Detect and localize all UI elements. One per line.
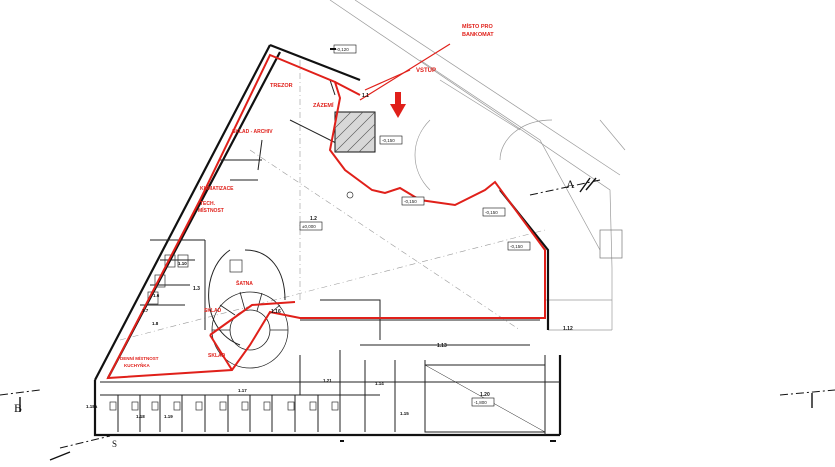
label-tech-1: TECH. — [200, 201, 216, 207]
level-c: -0,150 — [485, 210, 498, 215]
section-axes — [0, 177, 835, 461]
room-1-13: 1.13 — [437, 343, 447, 349]
level-main: ±0,000 — [302, 224, 316, 229]
label-denni-1: DENNÍ MÍSTNOST — [120, 354, 159, 361]
label-misto-pro-2: BANKOMAT — [462, 32, 494, 38]
level-marks: ±0,000 -0,150 -0,150 -0,150 -0,150 -0,12… — [299, 44, 531, 407]
room-1-21: 1.21 — [323, 378, 332, 383]
level-top: -0,120 — [336, 47, 349, 52]
label-sklad-archiv: SKLAD - ARCHIV — [232, 129, 273, 135]
axis-a-label: A — [566, 177, 575, 191]
room-1-6: 1.6 — [153, 293, 160, 298]
level-d: -0,150 — [510, 244, 523, 249]
room-1-2: 1.2 — [310, 216, 317, 222]
axis-labels: A B S — [14, 177, 575, 449]
room-1-19: 1.19 — [164, 414, 173, 419]
room-1-3: 1.3 — [193, 286, 200, 292]
entrance-hatched-block — [334, 111, 376, 153]
level-120: -1,800 — [474, 400, 487, 405]
room-1-10: 1.10 — [178, 261, 187, 266]
edge-ticks — [330, 48, 556, 442]
axis-s-label: S — [112, 439, 117, 449]
bank-area-outline — [106, 53, 546, 380]
room-1-7: 1.7 — [142, 308, 149, 313]
label-vstup: VSTUP — [416, 68, 436, 74]
callout-lines — [359, 43, 451, 101]
fixtures — [109, 191, 623, 411]
room-1-12: 1.12 — [563, 326, 573, 332]
room-1-16: 1.16 — [271, 309, 281, 315]
label-misto-pro-1: MÍSTO PRO — [462, 22, 493, 30]
room-1-17: 1.17 — [238, 388, 247, 393]
room-numbers: 1.1 1.2 1.3 1.6 1.7 1.8 1.10 1.12 1.13 1… — [86, 93, 573, 419]
label-zazemi: ZÁZEMÍ — [313, 101, 334, 109]
label-klimatizace: KLIMATIZACE — [200, 186, 234, 192]
room-1-8: 1.8 — [152, 321, 159, 326]
label-tech-2: MÍSTNOST — [198, 206, 224, 214]
site-context-lines — [329, 0, 626, 331]
room-1-18a: 1.18a — [86, 404, 98, 409]
level-a: -0,150 — [382, 138, 395, 143]
red-labels: MÍSTO PRO BANKOMAT VSTUP TREZOR ZÁZEMÍ S… — [120, 22, 494, 368]
room-1-18: 1.18 — [136, 414, 145, 419]
room-1-1: 1.1 — [362, 93, 369, 99]
label-sklad-2: SKLAD — [208, 353, 226, 359]
room-1-20: 1.20 — [480, 392, 490, 398]
level-b: -0,150 — [404, 199, 417, 204]
dash-lines — [119, 60, 546, 341]
label-sklad-1: SKLAD — [204, 308, 222, 314]
entrance-arrow-icon — [390, 92, 406, 118]
label-trezor: TREZOR — [270, 83, 293, 89]
label-denni-2: KUCHYŇKA — [124, 361, 151, 368]
inner-walls — [100, 54, 560, 435]
axis-b-label: B — [14, 401, 22, 415]
room-1-14: 1.14 — [375, 381, 384, 386]
label-satna: ŠATNA — [236, 279, 253, 287]
room-1-15: 1.15 — [400, 411, 409, 416]
